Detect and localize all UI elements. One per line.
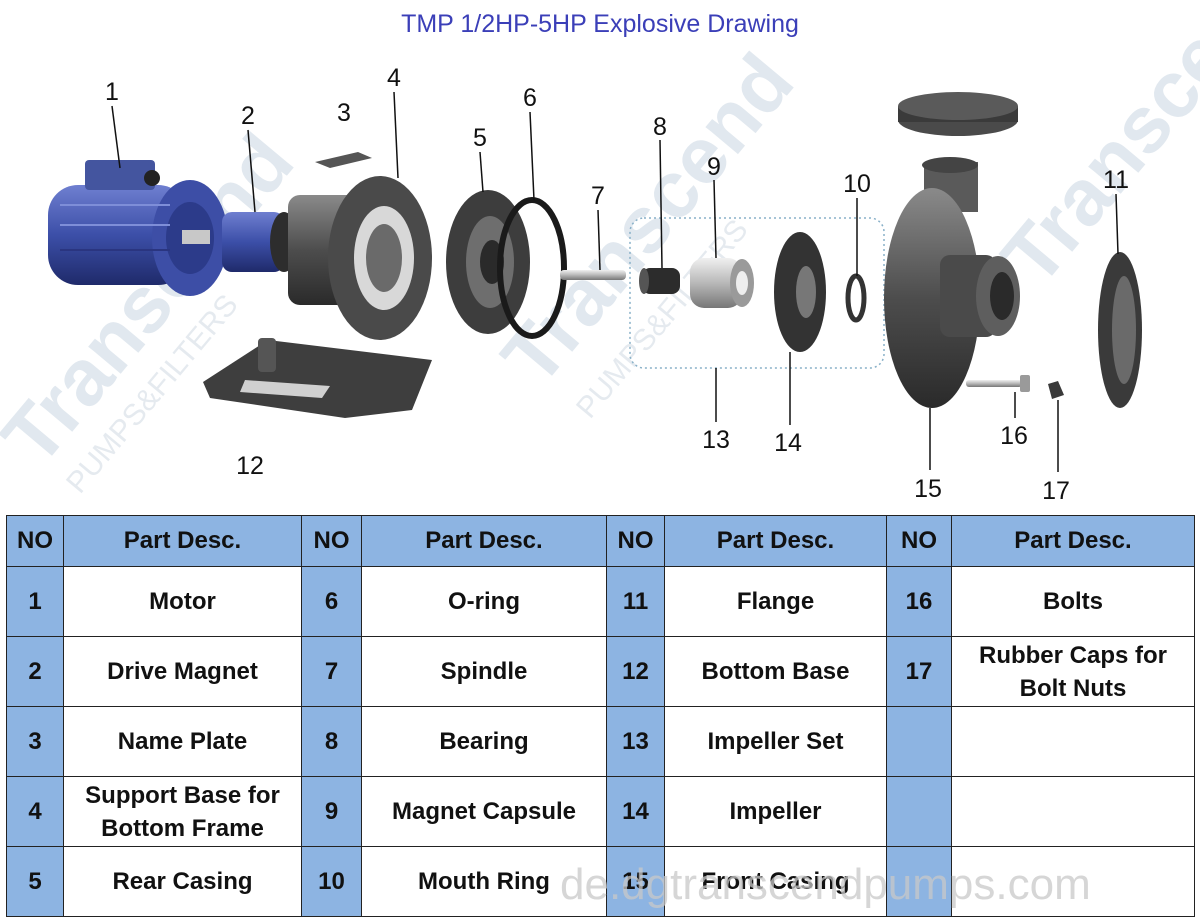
diagram-title: TMP 1/2HP-5HP Explosive Drawing xyxy=(401,10,799,38)
part-number: 5 xyxy=(6,846,64,917)
header-no-1: NO xyxy=(6,515,64,567)
part-description: Flange xyxy=(664,566,887,637)
part-description: Front Casing xyxy=(664,846,887,917)
part-description: Support Base for Bottom Frame xyxy=(63,776,302,847)
part-number: 2 xyxy=(6,636,64,707)
part-number: 10 xyxy=(301,846,362,917)
leader-lines xyxy=(111,91,1119,472)
callout-13: 13 xyxy=(702,426,730,454)
header-no-4: NO xyxy=(886,515,952,567)
header-no-2: NO xyxy=(301,515,362,567)
part-description: Motor xyxy=(63,566,302,637)
table-row: 4 Support Base for Bottom Frame 9 Magnet… xyxy=(6,776,1195,847)
rubber-cap-part xyxy=(1048,381,1064,399)
part-number: 3 xyxy=(6,706,64,777)
part-number: 4 xyxy=(6,776,64,847)
part-number: 7 xyxy=(301,636,362,707)
callout-3: 3 xyxy=(337,99,351,127)
part-number: 8 xyxy=(301,706,362,777)
part-number xyxy=(886,706,952,777)
part-number: 9 xyxy=(301,776,362,847)
callout-9: 9 xyxy=(707,153,721,181)
part-description: Rear Casing xyxy=(63,846,302,917)
callout-15: 15 xyxy=(914,475,942,503)
magnet-capsule-part xyxy=(690,258,754,308)
table-header-row: NO Part Desc. NO Part Desc. NO Part Desc… xyxy=(6,515,1195,567)
watermark-brand-3: Transcend xyxy=(985,0,1200,301)
table-row: 1 Motor 6 O-ring 11 Flange 16 Bolts xyxy=(6,566,1195,637)
part-description: Bolts xyxy=(951,566,1195,637)
impeller-part xyxy=(774,232,826,352)
spindle-part xyxy=(560,270,626,280)
table-row: 5 Rear Casing 10 Mouth Ring 15 Front Cas… xyxy=(6,846,1195,917)
bottom-base-part xyxy=(203,338,432,418)
part-description xyxy=(951,846,1195,917)
part-number xyxy=(886,846,952,917)
part-description: Spindle xyxy=(361,636,607,707)
part-number: 6 xyxy=(301,566,362,637)
part-number: 11 xyxy=(606,566,665,637)
part-number: 12 xyxy=(606,636,665,707)
o-ring-part xyxy=(497,197,567,339)
part-description: Drive Magnet xyxy=(63,636,302,707)
part-description: Mouth Ring xyxy=(361,846,607,917)
part-number: 13 xyxy=(606,706,665,777)
part-number: 15 xyxy=(606,846,665,917)
part-description xyxy=(951,706,1195,777)
mouth-ring-part xyxy=(845,273,867,323)
part-description: Name Plate xyxy=(63,706,302,777)
callout-17: 17 xyxy=(1042,477,1070,505)
callout-8: 8 xyxy=(653,113,667,141)
motor-part xyxy=(48,160,228,296)
table-row: 2 Drive Magnet 7 Spindle 12 Bottom Base … xyxy=(6,636,1195,707)
name-plate-part xyxy=(315,152,372,168)
part-number: 16 xyxy=(886,566,952,637)
flange-top-part xyxy=(898,92,1018,136)
support-base-part xyxy=(288,176,432,340)
bearing-part xyxy=(639,268,680,294)
callout-11: 11 xyxy=(1103,166,1129,194)
callout-5: 5 xyxy=(473,124,487,152)
drive-magnet-part xyxy=(222,212,298,272)
part-number: 17 xyxy=(886,636,952,707)
part-description: O-ring xyxy=(361,566,607,637)
callout-14: 14 xyxy=(774,429,802,457)
part-number xyxy=(886,776,952,847)
impeller-set-box xyxy=(629,217,885,369)
callout-6: 6 xyxy=(523,84,537,112)
exploded-pump-diagram: Transcend PUMPS&FILTERS Transcend PUMPS&… xyxy=(0,0,1200,505)
callout-16: 16 xyxy=(1000,422,1028,450)
part-description: Bearing xyxy=(361,706,607,777)
flange-side-part xyxy=(1098,252,1142,408)
callout-2: 2 xyxy=(241,102,255,130)
callout-4: 4 xyxy=(387,64,401,92)
part-description: Rubber Caps for Bolt Nuts xyxy=(951,636,1195,707)
table-row: 3 Name Plate 8 Bearing 13 Impeller Set xyxy=(6,706,1195,777)
header-desc-1: Part Desc. xyxy=(63,515,302,567)
bolt-part xyxy=(966,375,1030,392)
part-description: Impeller Set xyxy=(664,706,887,777)
front-casing-part xyxy=(884,157,1020,408)
header-no-3: NO xyxy=(606,515,665,567)
part-description: Impeller xyxy=(664,776,887,847)
part-description: Magnet Capsule xyxy=(361,776,607,847)
part-number: 14 xyxy=(606,776,665,847)
header-desc-4: Part Desc. xyxy=(951,515,1195,567)
part-description xyxy=(951,776,1195,847)
parts-table: NO Part Desc. NO Part Desc. NO Part Desc… xyxy=(6,515,1195,917)
callout-10: 10 xyxy=(843,170,871,198)
part-description: Bottom Base xyxy=(664,636,887,707)
callout-7: 7 xyxy=(591,182,605,210)
header-desc-3: Part Desc. xyxy=(664,515,887,567)
callout-1: 1 xyxy=(105,78,119,106)
watermark-url: de.dgtranscendpumps.com xyxy=(560,860,1091,909)
part-number: 1 xyxy=(6,566,64,637)
callout-12: 12 xyxy=(236,452,264,480)
header-desc-2: Part Desc. xyxy=(361,515,607,567)
